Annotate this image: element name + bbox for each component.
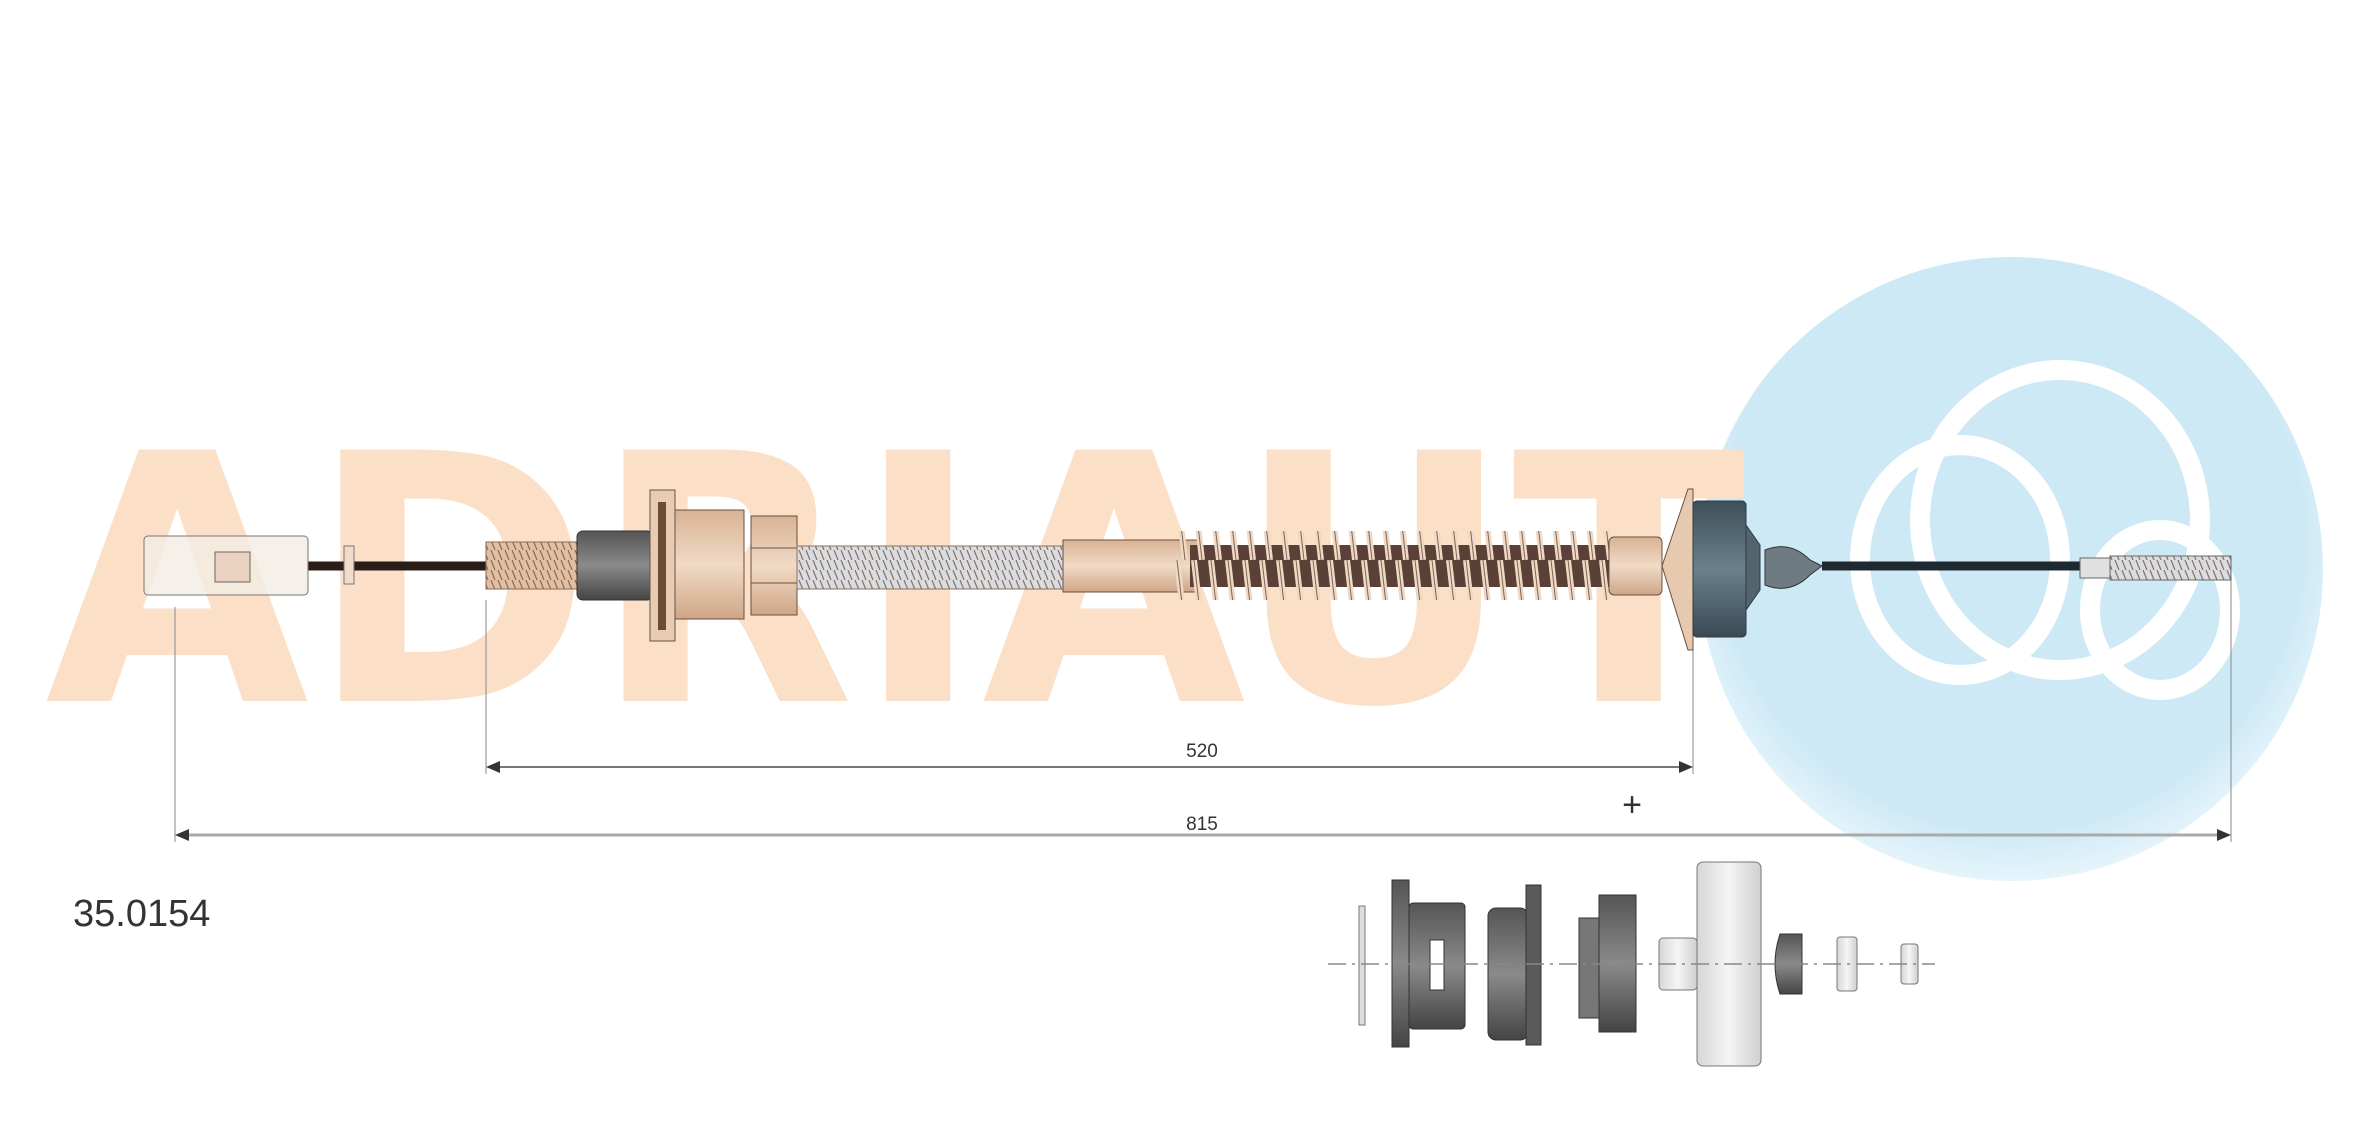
dimension-815: 815 <box>175 814 2231 841</box>
cable-assembly <box>143 488 2232 651</box>
plate <box>1358 905 1366 1026</box>
washer <box>343 545 355 585</box>
collar <box>1608 536 1663 596</box>
bushing <box>1487 907 1529 1041</box>
collar <box>674 509 745 620</box>
extension-lines <box>174 580 2232 842</box>
spring <box>1176 531 1609 600</box>
dome <box>1774 933 1803 995</box>
dimension-520: 520 <box>486 741 1693 773</box>
end-pin <box>2079 557 2111 579</box>
plus-marker: + <box>1622 786 1642 824</box>
hex-nut <box>750 515 798 616</box>
ball-joint <box>1764 546 1823 589</box>
cone <box>1578 917 1600 1019</box>
dimension-label: 520 <box>1186 741 1218 762</box>
threaded-section <box>485 541 578 590</box>
dimension-label: 815 <box>1186 814 1218 835</box>
rubber-boot <box>1692 500 1747 638</box>
part-number: 35.0154 <box>73 893 210 935</box>
exploded-parts <box>1328 861 1935 1067</box>
grommet <box>576 530 654 601</box>
threaded-sleeve <box>796 545 1064 590</box>
end-pin-thread <box>2109 555 2232 581</box>
